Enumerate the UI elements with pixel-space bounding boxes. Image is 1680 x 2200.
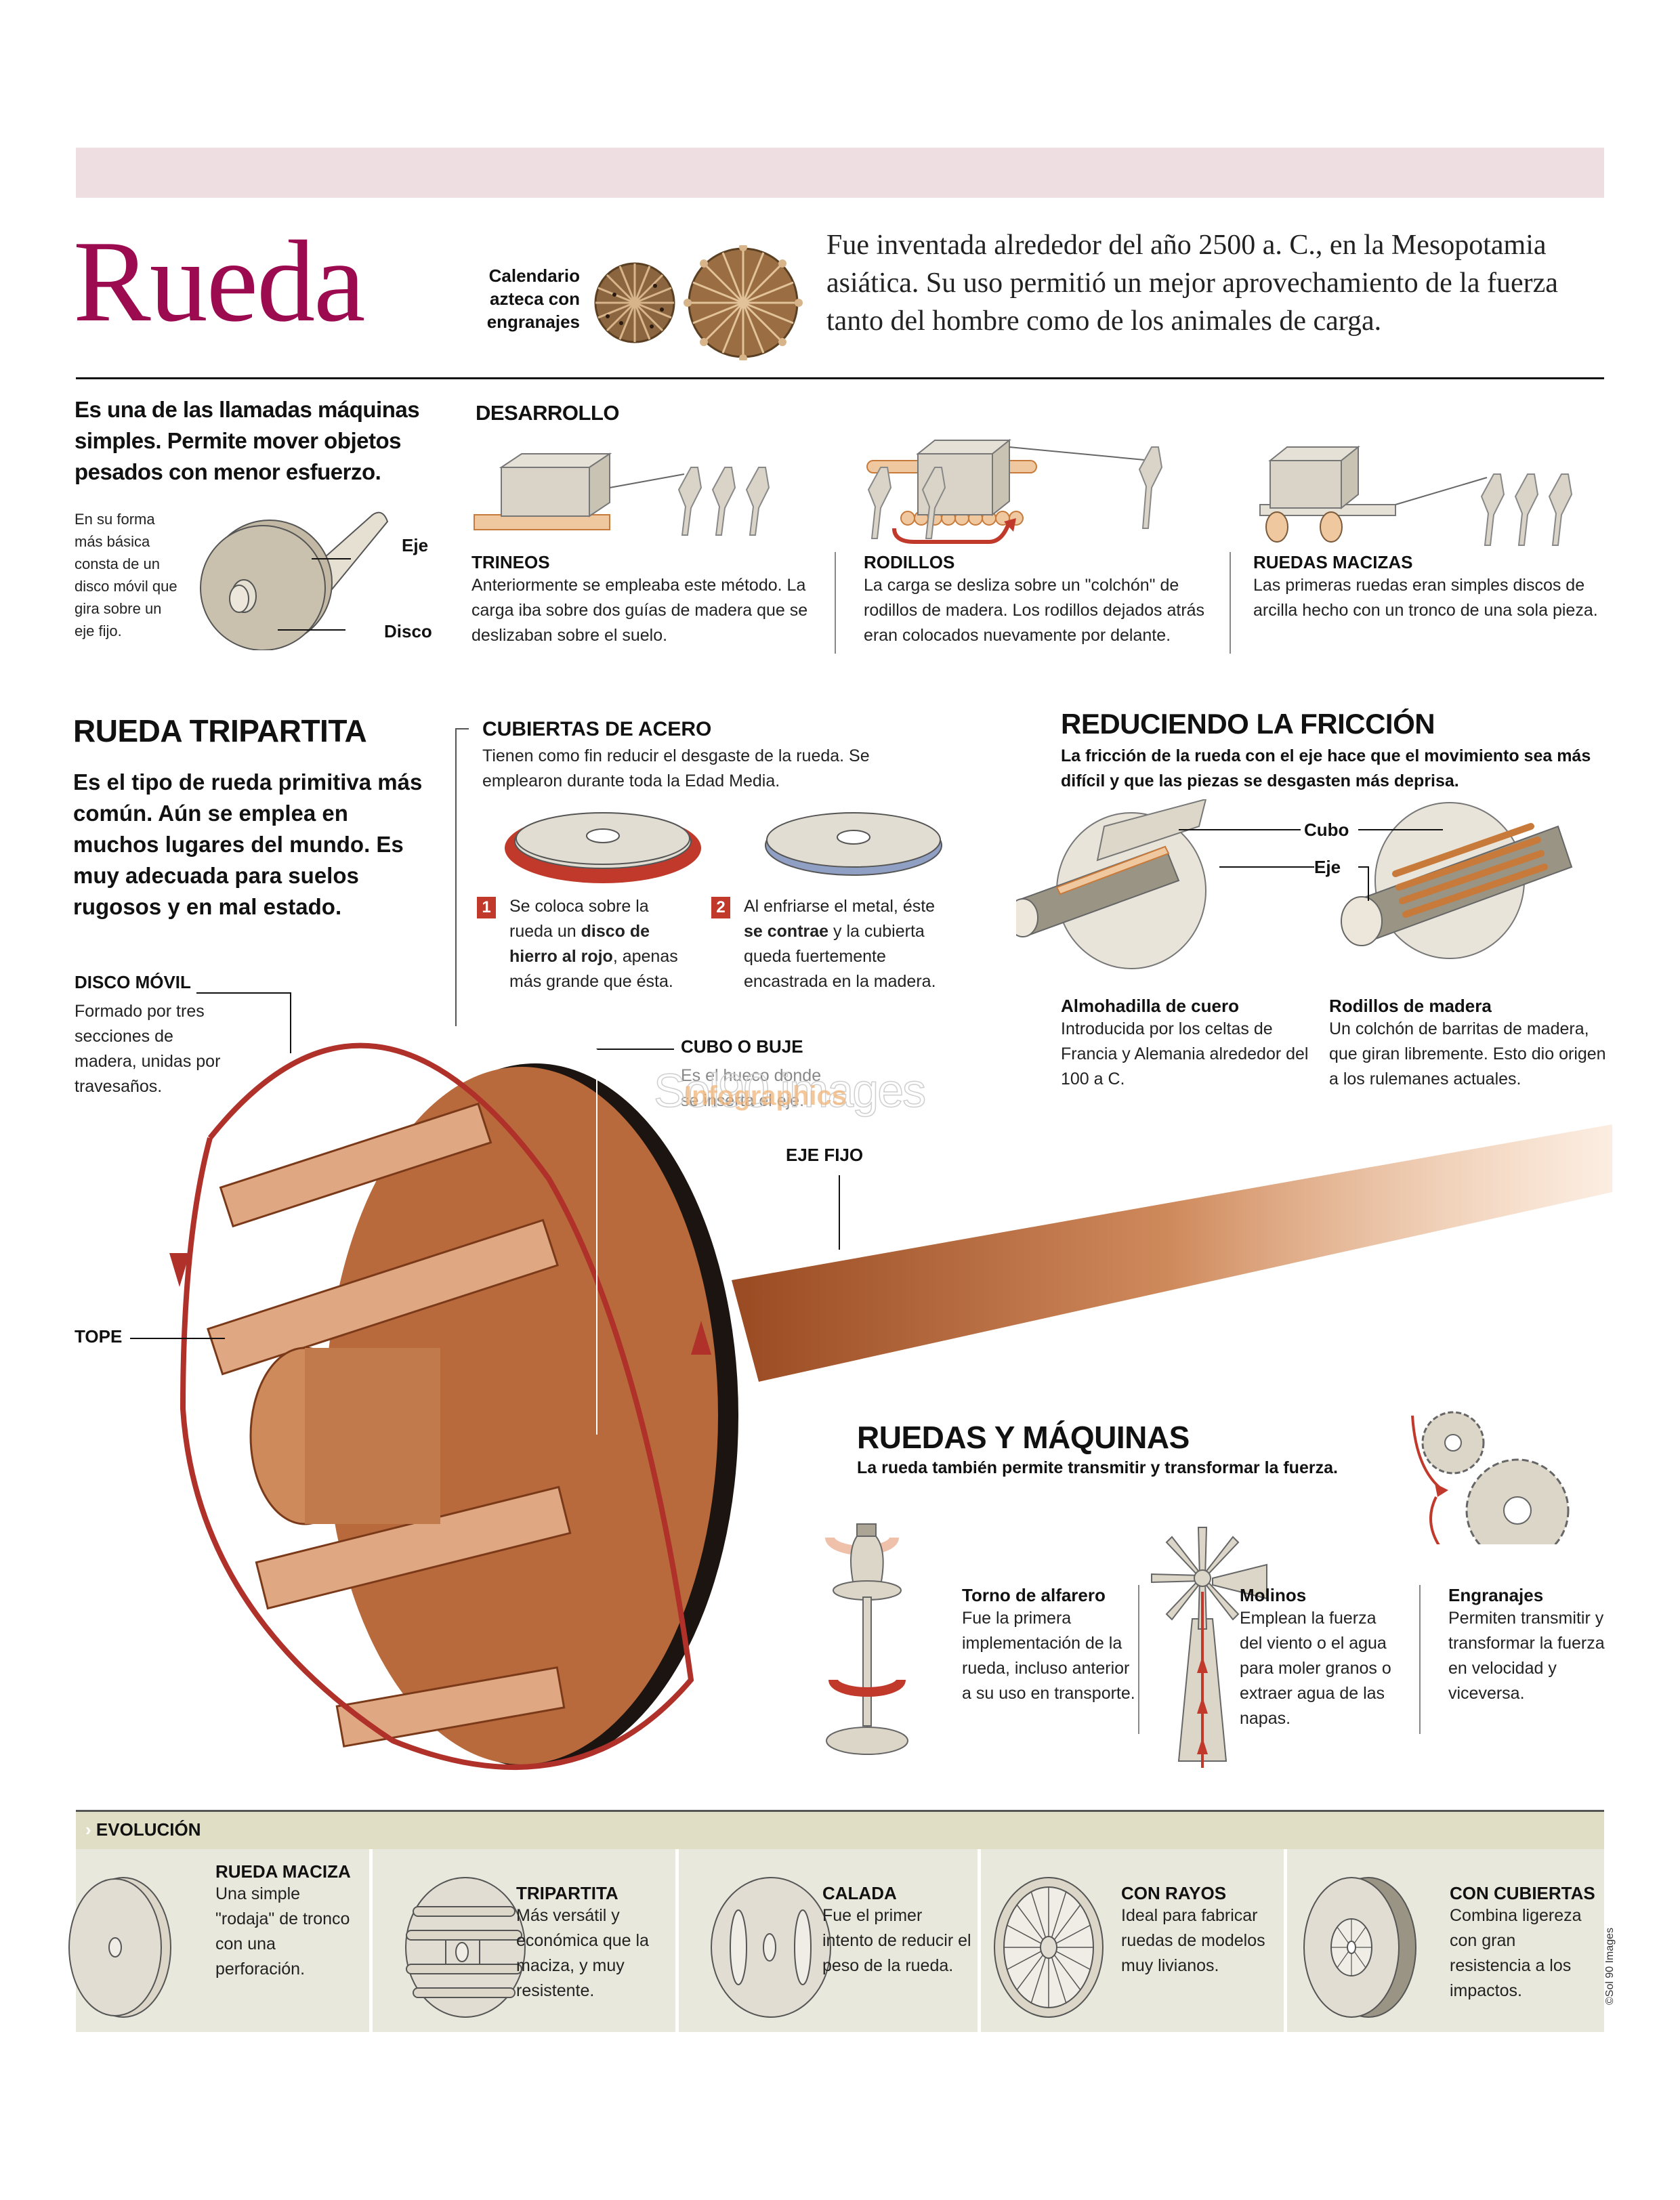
tripartita-title: RUEDA TRIPARTITA (73, 713, 367, 748)
evolucion-separator (369, 1849, 373, 2032)
watermark-sol90: Sol90 images (653, 1063, 927, 1118)
eje-fijo-leader (839, 1175, 840, 1250)
column-divider (1419, 1585, 1421, 1734)
windmill-icon (1151, 1527, 1267, 1768)
label-eje-friccion: Eje (1314, 857, 1341, 877)
maquinas-engranajes: Engranajes Permiten transmitir y transfo… (1448, 1585, 1605, 1703)
evo-con-rayos: CON RAYOS Ideal para fabricar ruedas de … (1121, 1883, 1265, 1975)
column-divider (835, 552, 836, 654)
copyright-credit: ©Sol 90 Images (1604, 1927, 1616, 2005)
tope-leader (130, 1338, 225, 1339)
page-title: Rueda (73, 217, 365, 346)
evo-rueda-maciza: RUEDA MACIZA Una simple "rodaja" de tron… (215, 1861, 351, 1979)
label-cubo: Cubo (1304, 820, 1349, 840)
evolucion-header-band (76, 1810, 1604, 1849)
maquinas-title: RUEDAS Y MÁQUINAS (857, 1420, 1190, 1455)
disco-movil-leader (196, 992, 291, 1053)
cubiertas-title: CUBIERTAS DE ACERO (482, 718, 712, 740)
evo-calada: CALADA Fue el primer intento de reducir … (822, 1883, 971, 1975)
cubiertas-bracket (455, 728, 469, 1026)
steel-tire-diagram (505, 812, 942, 883)
spoked-wheel-icon (994, 1877, 1104, 2018)
column-divider (1138, 1585, 1139, 1734)
disco-movil-title: DISCO MÓVIL (75, 972, 191, 992)
friccion-lead: La fricción de la rueda con el eje hace … (1061, 746, 1591, 790)
evolucion-separator (978, 1849, 981, 2032)
basics-lead: Es una de las llamadas máquinas simples.… (75, 397, 420, 484)
potters-wheel-icon (825, 1523, 908, 1755)
evolucion-separator (1284, 1849, 1287, 2032)
label-disco: Disco (384, 621, 432, 641)
solid-wheel-icon (68, 1877, 171, 2018)
cubo-leader (596, 1049, 674, 1435)
disco-movil-text: Formado por tres secciones de madera, un… (75, 1002, 221, 1096)
intro-paragraph: Fue inventada alrededor del año 2500 a. … (826, 230, 1558, 337)
maquinas-lead: La rueda también permite transmitir y tr… (857, 1458, 1338, 1477)
evolucion-separator (675, 1849, 679, 2032)
header-divider (76, 377, 1604, 379)
friccion-title: REDUCIENDO LA FRICCIÓN (1061, 708, 1435, 740)
cubiertas-step-2: 2 Al enfriarse el metal, éste se contrae… (711, 894, 955, 994)
tripartita-lead: Es el tipo de rueda primitiva más común.… (73, 769, 423, 919)
desarrollo-trineos: TRINEOS Anteriormente se empleaba este m… (471, 552, 808, 645)
eje-fijo-label: EJE FIJO (786, 1145, 864, 1165)
friccion-rodillos: Rodillos de madera Un colchón de barrita… (1329, 996, 1606, 1088)
calendar-caption: Calendario azteca con engranajes (486, 266, 580, 332)
tripartite-wheel-illustration (169, 1042, 1612, 1771)
tripartite-wheel-icon (405, 1877, 526, 2018)
column-divider (1230, 552, 1231, 654)
desarrollo-title: DESARROLLO (476, 401, 620, 425)
wheel-axle-diagram (200, 511, 389, 650)
solid-wheels-cart-illustration (1259, 445, 1573, 546)
friction-bearings-diagram (1016, 799, 1573, 969)
label-eje: Eje (402, 535, 429, 555)
desarrollo-ruedas-macizas: RUEDAS MACIZAS Las primeras ruedas eran … (1253, 552, 1598, 620)
maquinas-molinos: Molinos Emplean la fuerza del viento o e… (1240, 1585, 1391, 1728)
maquinas-torno: Torno de alfarero Fue la primera impleme… (962, 1585, 1135, 1703)
rollers-illustration (866, 438, 1163, 544)
chevron-right-icon: › (85, 1819, 91, 1840)
top-band (76, 148, 1604, 198)
cubiertas-step-1: 1 Se coloca sobre la rueda un disco de h… (477, 894, 680, 994)
tope-label: TOPE (75, 1326, 123, 1347)
evo-con-cubiertas: CON CUBIERTAS Combina ligereza con gran … (1450, 1883, 1595, 2000)
cubo-text: Es el hueco donde se inserta el eje. (681, 1066, 822, 1110)
sled-illustration (474, 452, 770, 536)
evolution-wheel-icons (68, 1877, 1416, 2018)
cubiertas-text: Tienen como fin reducir el desgaste de l… (482, 746, 870, 790)
covered-wheel-icon (1303, 1877, 1416, 2018)
aztec-calendar-gears-icon (594, 245, 803, 360)
desarrollo-rodillos: RODILLOS La carga se desliza sobre un "c… (864, 552, 1205, 645)
watermark-infographics: Infographics (684, 1081, 847, 1111)
evolucion-title: › EVOLUCIÓN (85, 1819, 201, 1840)
basics-note: En su forma más básica consta de un disc… (75, 511, 177, 639)
gears-icon (1411, 1411, 1570, 1544)
evo-tripartita: TRIPARTITA Más versátil y económica que … (516, 1883, 649, 2000)
pierced-wheel-icon (711, 1877, 831, 2018)
friccion-almohadilla: Almohadilla de cuero Introducida por los… (1061, 996, 1309, 1088)
cubo-title: CUBO O BUJE (681, 1036, 803, 1057)
